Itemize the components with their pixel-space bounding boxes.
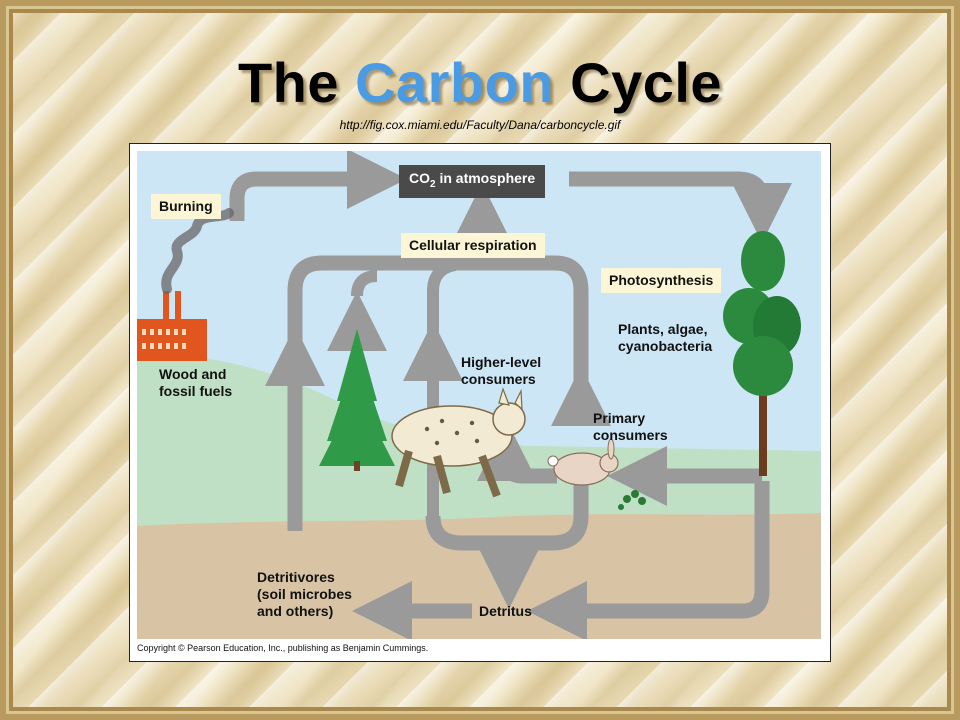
small-plant-icon [618,490,646,510]
respiration-consumer-branch [427,259,457,516]
rabbit-icon [547,438,619,486]
smoke-icon [161,208,234,294]
detritivores-line-1: Detritivores [257,569,335,585]
primary-to-detritus [509,481,589,551]
factory-icon [137,291,207,361]
higher-consumers-line-2: consumers [461,371,536,387]
burning-label: Burning [151,194,221,219]
plants-label: Plants, algae, cyanobacteria [618,321,712,355]
primary-consumers-line-1: Primary [593,410,646,426]
respiration-header [287,255,589,516]
deciduous-tree-icon [723,231,801,476]
copyright-notice: Copyright © Pearson Education, Inc., pub… [137,643,429,653]
respiration-tree-branch [351,270,378,297]
arrow-to-detritus [425,515,539,609]
co2-atmosphere-label: CO2 in atmosphere [399,165,546,198]
detritivores-line-2: (soil microbes [257,586,352,602]
wood-fuels-line-2: fossil fuels [159,383,233,399]
title-word-cycle: Cycle [570,51,723,114]
lynx-icon [391,387,526,498]
carbon-cycle-diagram: CO2 in atmosphere Burning Cellular respi… [137,151,821,639]
title-word-carbon: Carbon [355,51,555,114]
higher-consumers-label: Higher-level consumers [461,354,541,388]
source-url: http://fig.cox.miami.edu/Faculty/Dana/ca… [339,118,621,132]
photosynthesis-label: Photosynthesis [601,268,722,293]
title-word-the: The [237,51,339,114]
soil [137,513,821,639]
primary-consumers-line-2: consumers [593,427,668,443]
co2-prefix: CO [409,170,430,186]
higher-consumers-line-1: Higher-level [461,354,542,370]
arrow-primary-to-higher [477,421,557,484]
detritivores-label: Detritivores (soil microbes and others) [257,569,352,620]
detritivores-line-3: and others) [257,603,334,619]
wood-fuels-label: Wood and fossil fuels [159,366,232,400]
co2-suffix: in atmosphere [435,170,536,186]
plants-line-2: cyanobacteria [618,338,713,354]
wood-fuels-line-1: Wood and [159,366,227,382]
evergreen-tree-icon [319,329,395,471]
cellular-respiration-label: Cellular respiration [401,233,545,258]
primary-consumers-label: Primary consumers [593,410,668,444]
slide-title: The Carbon Cycle [0,50,960,115]
arrow-burning [229,151,407,221]
co2-subscript: 2 [430,178,436,190]
plants-line-1: Plants, algae, [618,321,708,337]
arrow-tree-to-detritus [527,481,770,639]
detritus-label: Detritus [479,603,532,619]
diagram-artwork [137,151,821,639]
arrow-photosynthesis-down [569,171,792,243]
